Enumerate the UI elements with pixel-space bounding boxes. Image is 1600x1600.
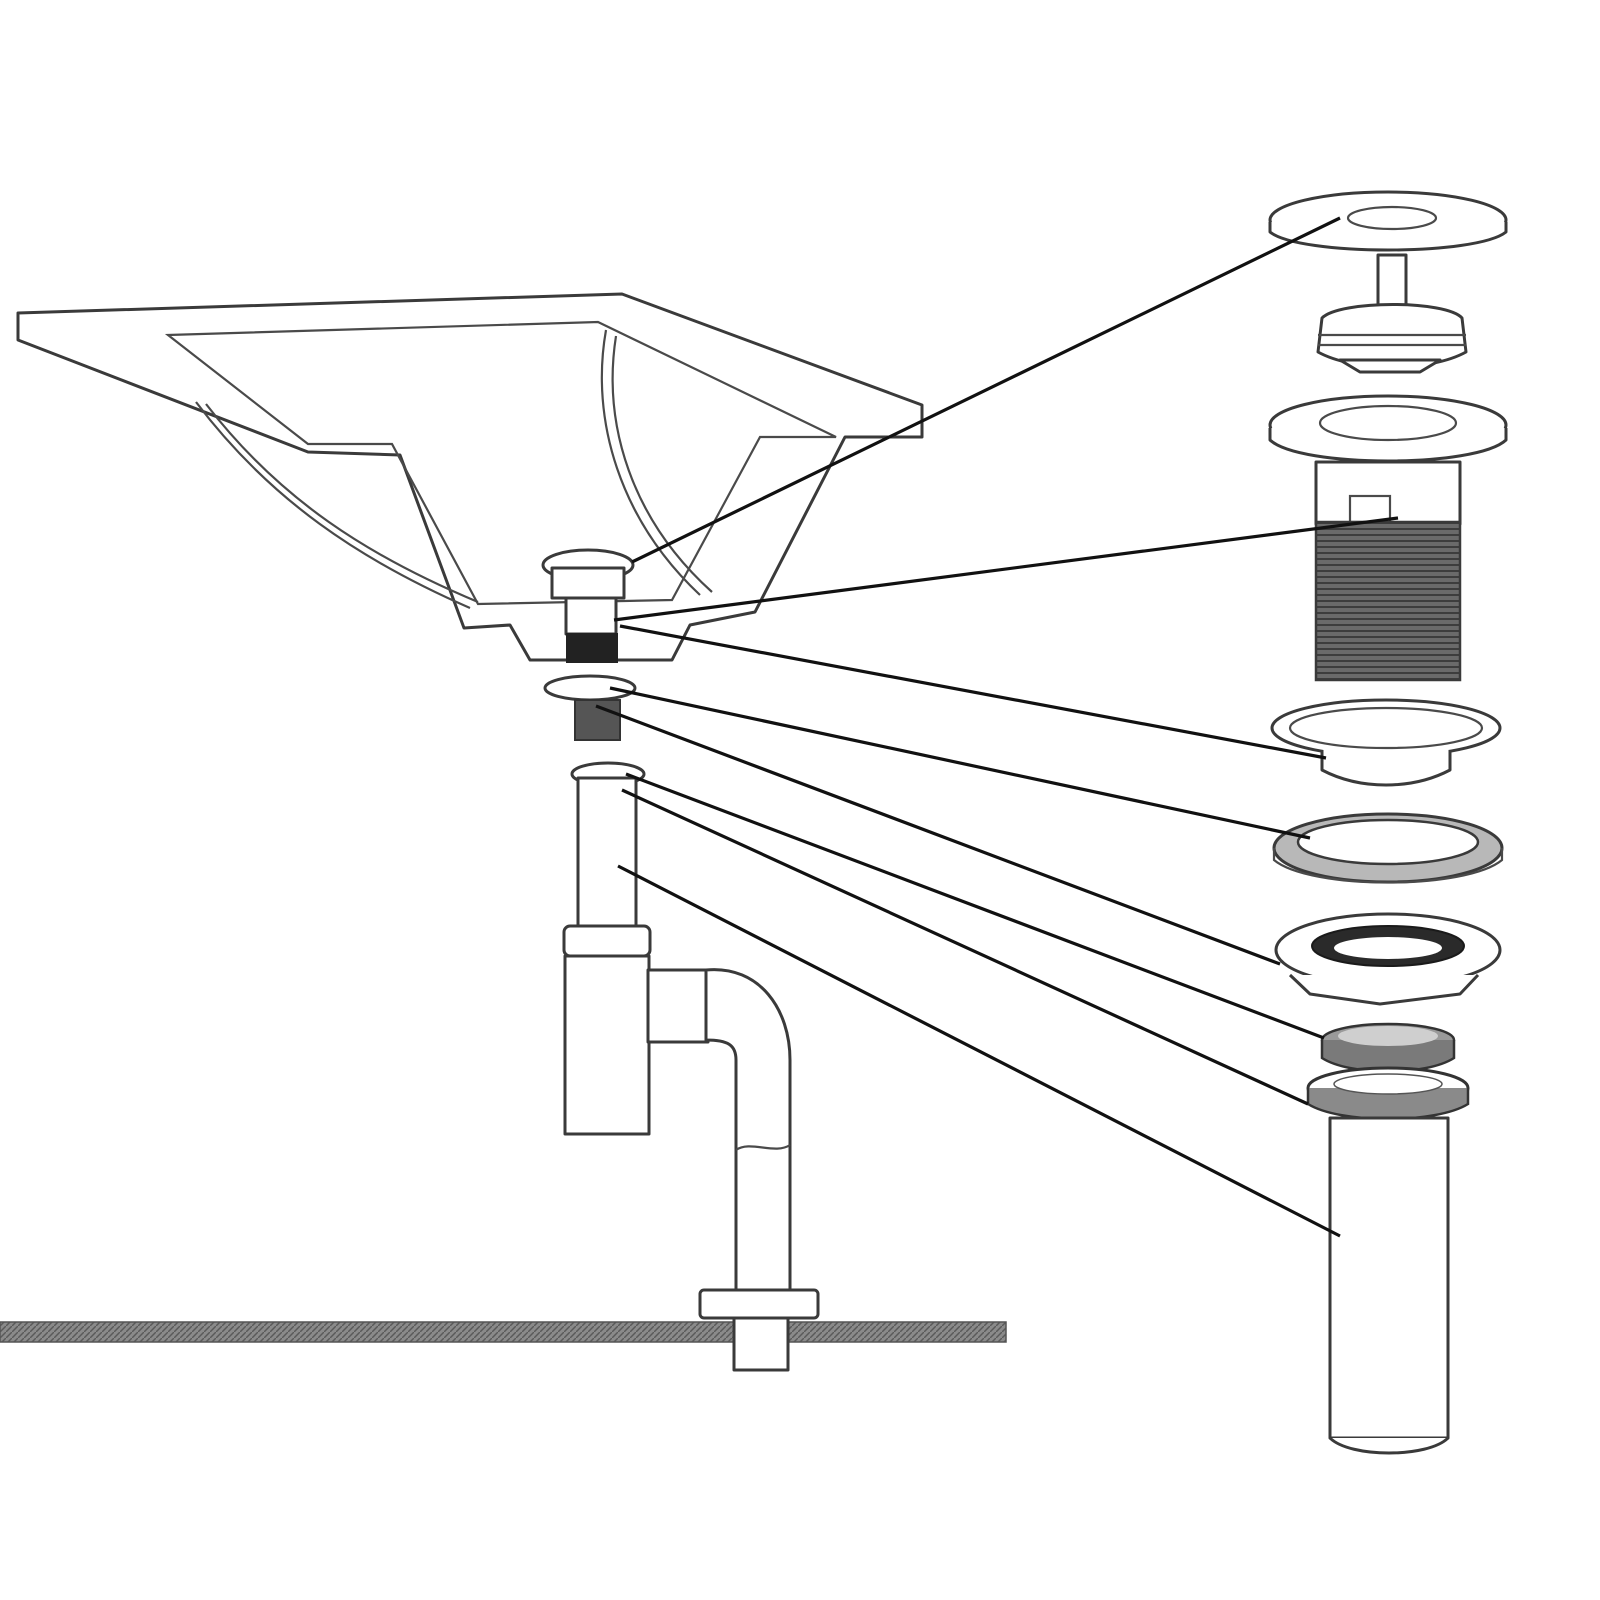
installed-drain — [541, 548, 637, 741]
floor-slab — [0, 1321, 1007, 1343]
leader-line-body — [613, 516, 1399, 622]
tailpiece-tube-icon — [1328, 1116, 1450, 1455]
leader-line-tailpiece — [617, 864, 1341, 1238]
spring-core-icon — [1316, 253, 1468, 374]
leader-lines — [595, 216, 1399, 1238]
bottle-trap — [562, 761, 820, 1320]
threaded-body-icon — [1268, 394, 1508, 682]
leader-line-flat-washer — [609, 686, 1311, 840]
leader-line-rubber-ring — [621, 788, 1309, 1106]
leader-line-slip-nut — [625, 772, 1325, 1040]
rubber-ring-icon — [1306, 1066, 1470, 1121]
leader-line-hex-nut — [595, 704, 1281, 966]
floor-pipe-end — [732, 1316, 790, 1372]
sink-basin — [16, 292, 924, 662]
hex-nut-icon — [1274, 912, 1502, 1006]
top-washer-icon — [1270, 698, 1502, 787]
flat-washer-icon — [1272, 812, 1504, 884]
leader-line-cap — [631, 216, 1341, 564]
slip-nut-icon — [1320, 1022, 1456, 1073]
leader-line-top-washer — [619, 624, 1327, 760]
plug-cap-icon — [1268, 190, 1508, 252]
